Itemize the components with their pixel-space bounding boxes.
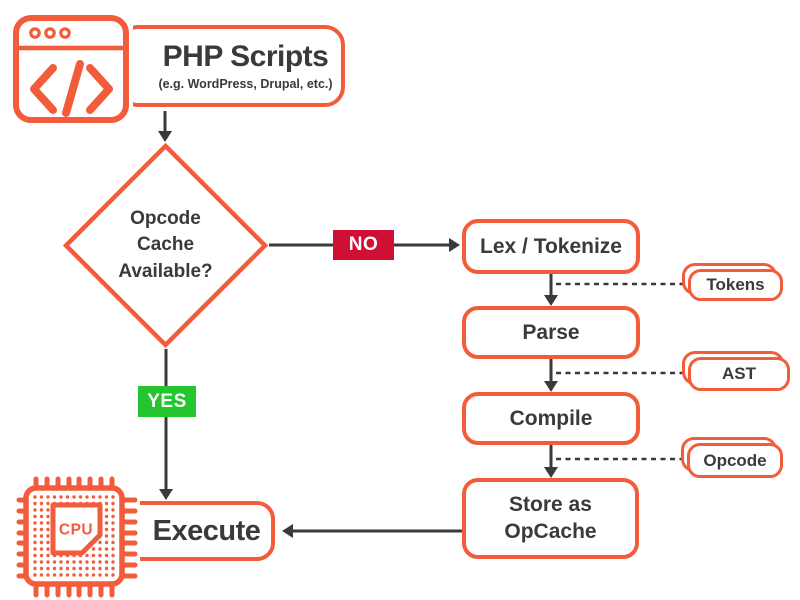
cpu-pins-top — [33, 476, 115, 492]
cpu-chip-label: CPU — [59, 522, 93, 539]
cpu-pins-bottom — [33, 580, 115, 598]
node-store-as-opcache: Store as OpCache — [462, 478, 639, 559]
cpu-chip-icon: CPU — [16, 476, 140, 600]
ast-label: AST — [688, 357, 790, 391]
php-scripts-subtitle: (e.g. WordPress, Drupal, etc.) — [158, 76, 333, 91]
browser-dot-icon — [29, 27, 41, 39]
branch-no-badge: NO — [333, 230, 394, 260]
artifact-tag-ast: AST — [682, 351, 790, 391]
store-as-opcache-label: Store as OpCache — [504, 493, 597, 543]
diamond-shape — [62, 142, 269, 349]
execute-label: Execute — [152, 514, 261, 547]
tokens-label: Tokens — [688, 269, 783, 301]
browser-dot-icon — [59, 27, 71, 39]
lex-tokenize-label: Lex / Tokenize — [480, 234, 622, 258]
browser-dot-icon — [44, 27, 56, 39]
node-parse: Parse — [462, 306, 640, 359]
compile-label: Compile — [509, 406, 593, 430]
artifact-tag-tokens: Tokens — [682, 263, 783, 301]
branch-yes-badge: YES — [138, 386, 196, 417]
opcode-label: Opcode — [687, 443, 783, 478]
node-php-scripts: PHP Scripts (e.g. WordPress, Drupal, etc… — [118, 25, 345, 107]
node-compile: Compile — [462, 392, 640, 445]
node-decision: Opcode Cache Available? — [62, 142, 269, 349]
decision-label: Opcode Cache Available? — [118, 207, 213, 282]
cpu-pins-right — [118, 497, 138, 579]
php-scripts-title: PHP Scripts — [162, 40, 329, 74]
artifact-tag-opcode: Opcode — [681, 437, 783, 478]
node-lex-tokenize: Lex / Tokenize — [462, 219, 640, 274]
php-scripts-text: PHP Scripts (e.g. WordPress, Drupal, etc… — [158, 41, 332, 91]
code-browser-icon — [9, 9, 133, 129]
parse-label: Parse — [522, 320, 580, 344]
